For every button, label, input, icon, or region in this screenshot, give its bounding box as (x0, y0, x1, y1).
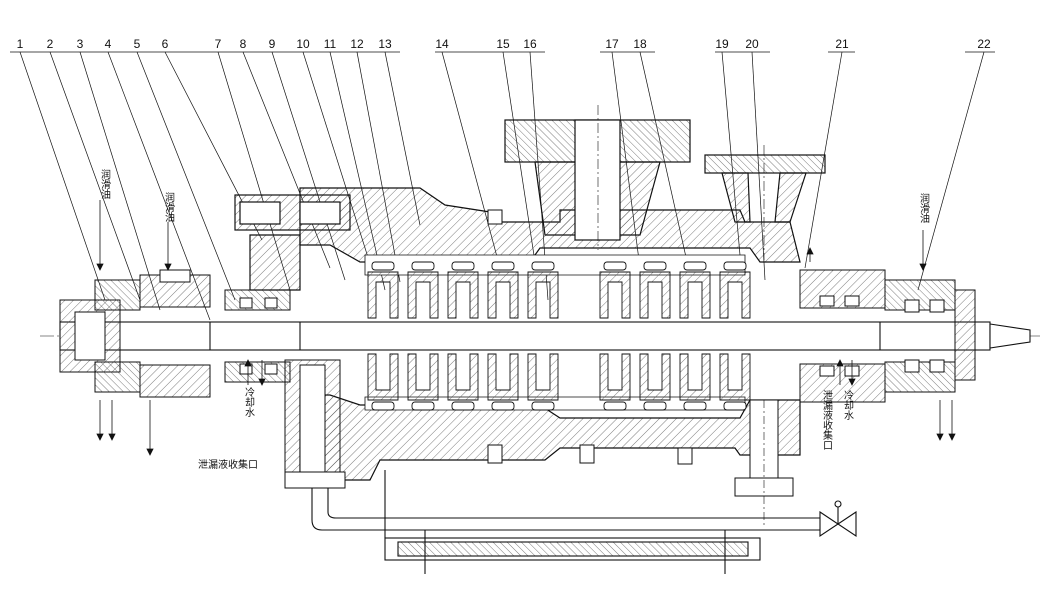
flow-arrow-head-5 (108, 433, 116, 441)
impeller-stage-3 (447, 261, 479, 411)
part-number-17: 17 (605, 37, 619, 51)
leader-line-3 (79, 51, 161, 311)
left-bearing-assembly (59, 269, 291, 398)
impeller-stage-1 (367, 261, 399, 411)
part-number-20: 20 (745, 37, 759, 51)
flow-arrow-head-2 (164, 263, 172, 271)
lube-oil-label-right: 润滑油 (918, 192, 930, 223)
cooling-water-label-left: 冷却水 (243, 386, 255, 417)
part-number-4: 4 (105, 37, 112, 51)
cooling-water-text-1: 冷却水 (243, 386, 255, 417)
part-number-18: 18 (633, 37, 647, 51)
flow-arrow-head-4 (96, 433, 104, 441)
leak-collection-text-1: 泄漏液收集口 (198, 458, 258, 471)
flow-arrow-head-7 (244, 359, 252, 367)
lube-oil-label-mid: 润滑油 (163, 191, 175, 222)
leak-collection-text-2: 泄漏液收集口 (821, 389, 833, 450)
part-number-1: 1 (17, 37, 24, 51)
flow-arrow-head-3 (919, 263, 927, 271)
lube-oil-text-2: 润滑油 (163, 191, 175, 222)
part-number-5: 5 (134, 37, 141, 51)
casing-bolts (487, 209, 693, 465)
part-number-15: 15 (496, 37, 510, 51)
part-number-8: 8 (240, 37, 247, 51)
flow-arrows (96, 200, 956, 456)
cooling-water-text-2: 冷却水 (842, 389, 854, 420)
leak-collection-label-left: 泄漏液收集口 (198, 458, 258, 471)
part-number-6: 6 (162, 37, 169, 51)
impeller-stage-5 (527, 261, 559, 411)
impeller-stages (367, 261, 751, 411)
leader-line-2 (49, 51, 141, 301)
impeller-stage-6 (599, 261, 631, 411)
right-drain (734, 399, 794, 525)
impeller-stage-2 (407, 261, 439, 411)
cooling-water-label-right: 冷却水 (842, 389, 854, 420)
impeller-stage-7 (639, 261, 671, 411)
flow-arrow-head-11 (936, 433, 944, 441)
lube-oil-text-3: 润滑油 (918, 192, 930, 223)
secondary-nozzle (704, 145, 826, 260)
shaft (59, 321, 1031, 351)
part-number-12: 12 (350, 37, 364, 51)
impeller-stage-4 (487, 261, 519, 411)
leader-line-22 (917, 51, 985, 291)
flow-arrow-head-10 (848, 378, 856, 386)
lube-oil-text-1: 润滑油 (99, 168, 111, 199)
flow-arrow-head-13 (806, 247, 814, 255)
drain-piping (311, 488, 857, 538)
leader-line-1 (19, 51, 106, 301)
part-number-22: 22 (977, 37, 991, 51)
left-bracket (234, 194, 351, 291)
flow-arrow-head-8 (258, 378, 266, 386)
flow-arrow-head-6 (146, 448, 154, 456)
leader-line-5 (136, 51, 236, 301)
part-number-16: 16 (523, 37, 537, 51)
impeller-stage-8 (679, 261, 711, 411)
left-leak-channel (284, 359, 346, 489)
part-number-19: 19 (715, 37, 729, 51)
discharge-nozzle (504, 105, 691, 250)
impeller-stage-9 (719, 261, 751, 411)
lube-oil-label-left: 润滑油 (99, 168, 111, 199)
flow-arrow-head-12 (948, 433, 956, 441)
part-number-7: 7 (215, 37, 222, 51)
base-plate (384, 470, 761, 574)
part-number-10: 10 (296, 37, 310, 51)
flow-arrow-head-9 (836, 359, 844, 367)
part-number-21: 21 (835, 37, 849, 51)
part-number-14: 14 (435, 37, 449, 51)
right-bearing-assembly (799, 269, 976, 403)
leak-collection-label-right: 泄漏液收集口 (821, 389, 833, 450)
part-number-11: 11 (324, 37, 337, 51)
flow-arrow-head-1 (96, 263, 104, 271)
part-number-3: 3 (77, 37, 84, 51)
part-number-13: 13 (378, 37, 392, 51)
part-number-2: 2 (47, 37, 54, 51)
part-number-9: 9 (269, 37, 276, 51)
